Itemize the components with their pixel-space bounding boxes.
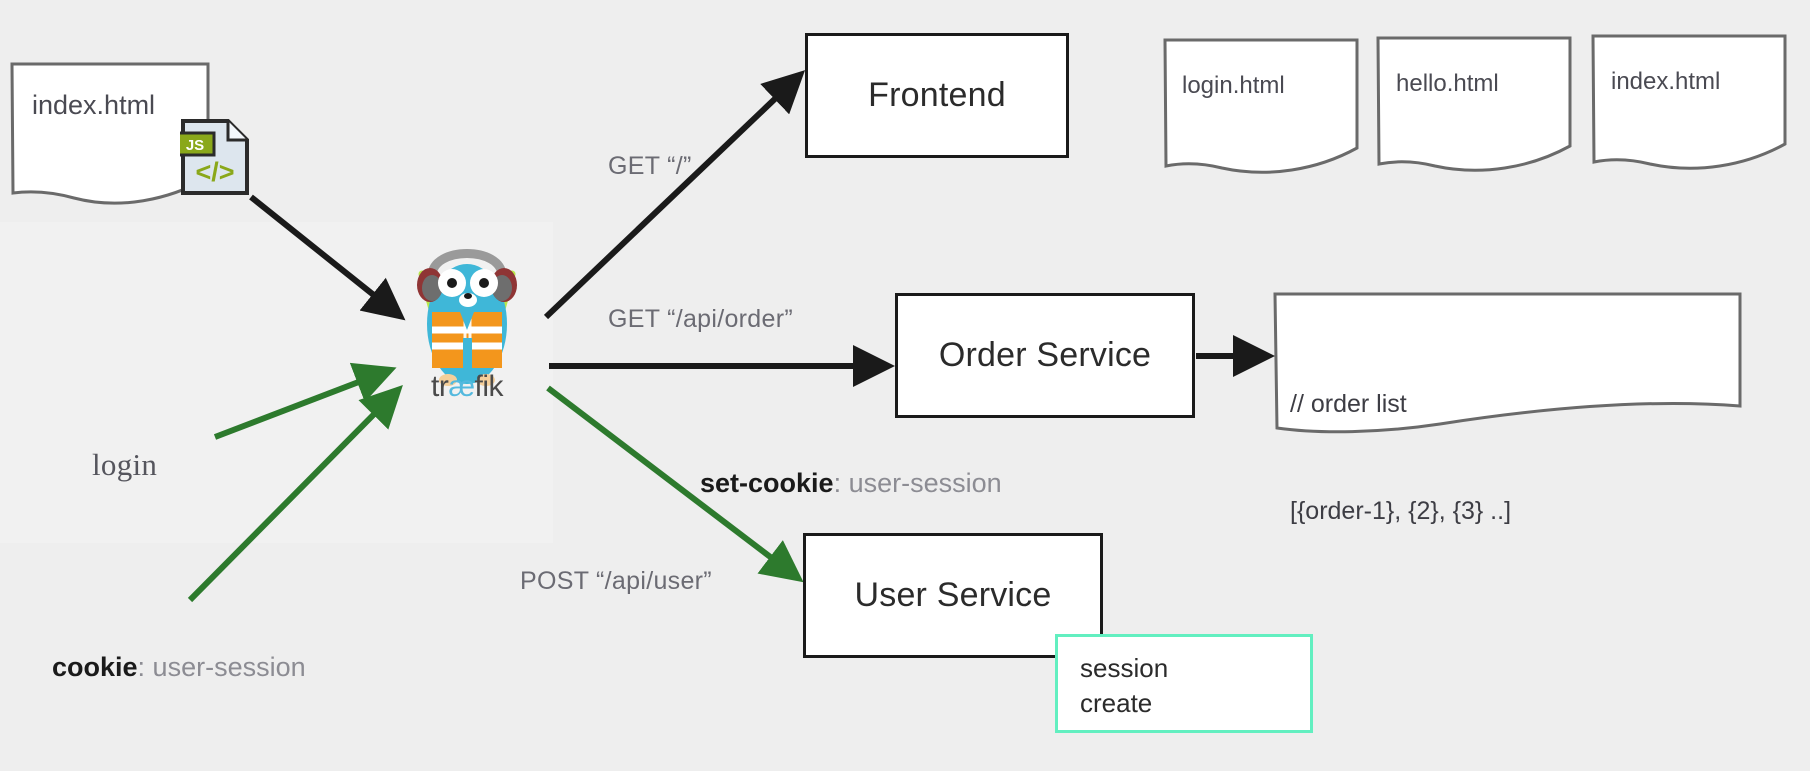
static-asset-label-hello: hello.html bbox=[1396, 70, 1499, 97]
edge-label-get-api-order: GET “/api/order” bbox=[608, 305, 793, 333]
service-box-order-service[interactable]: Order Service bbox=[895, 293, 1195, 418]
header-cookie-name: cookie bbox=[52, 652, 138, 682]
edge-label-login: login bbox=[92, 447, 158, 482]
traefik-wordmark: træfik bbox=[430, 370, 504, 403]
order-response-body: // order list [{order-1}, {2}, {3} ..] bbox=[1290, 316, 1511, 600]
source-document-shape bbox=[10, 62, 210, 205]
edge-label-get-root: GET “/” bbox=[608, 152, 692, 180]
header-cookie-value: : user-session bbox=[137, 652, 306, 682]
session-callout-line-2: create bbox=[1080, 688, 1153, 719]
session-callout-line-1: session bbox=[1080, 653, 1169, 683]
svg-text:</>: </> bbox=[195, 157, 234, 187]
source-document-label: index.html bbox=[32, 90, 156, 120]
traefik-gopher-logo bbox=[417, 249, 517, 386]
service-box-user-service[interactable]: User Service bbox=[803, 533, 1103, 658]
service-box-frontend[interactable]: Frontend bbox=[805, 33, 1069, 158]
js-code-file-icon: JS </> bbox=[180, 119, 249, 195]
static-asset-label-login: login.html bbox=[1182, 72, 1285, 99]
header-set-cookie: set-cookie: user-session bbox=[700, 468, 1002, 499]
edge-label-post-api-user: POST “/api/user” bbox=[520, 567, 712, 595]
static-asset-shapes bbox=[1163, 34, 1787, 174]
service-label-frontend: Frontend bbox=[868, 76, 1006, 114]
service-label-order-service: Order Service bbox=[938, 336, 1152, 374]
header-set-cookie-name: set-cookie bbox=[700, 468, 834, 498]
order-response-payload: [{order-1}, {2}, {3} ..] bbox=[1290, 496, 1512, 525]
static-asset-label-index: index.html bbox=[1611, 68, 1721, 95]
header-cookie: cookie: user-session bbox=[52, 652, 306, 683]
order-response-comment: // order list bbox=[1290, 390, 1407, 418]
svg-text:JS: JS bbox=[186, 137, 204, 154]
edge-get-root bbox=[543, 70, 806, 320]
service-label-user-service: User Service bbox=[854, 576, 1052, 614]
header-set-cookie-value: : user-session bbox=[833, 468, 1002, 498]
session-create-callout[interactable]: session create bbox=[1055, 634, 1313, 733]
